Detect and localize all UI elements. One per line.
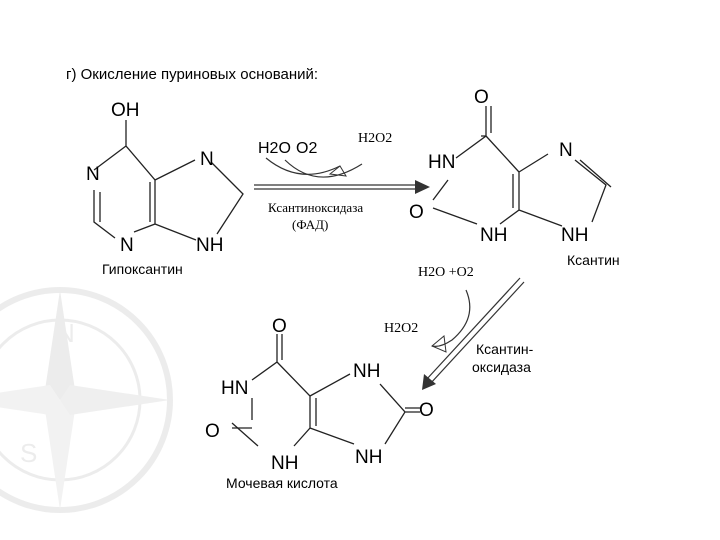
reaction1-o2-label: O2 xyxy=(296,140,317,157)
compass-watermark-icon: N S xyxy=(0,287,173,513)
reaction2-h2o2-label: H2O2 xyxy=(384,321,418,336)
hypoxanthine-name: Гипоксантин xyxy=(102,261,183,277)
uric-acid-hn-label: HN xyxy=(221,378,248,399)
slide-title: г) Окисление пуриновых оснований: xyxy=(66,66,319,83)
hypoxanthine-oh-label: OH xyxy=(111,100,140,121)
reaction2-enzyme-label: Ксантин- xyxy=(476,341,534,357)
uric-acid-name: Мочевая кислота xyxy=(226,475,338,491)
reaction1-enzyme-label: Ксантиноксидаза xyxy=(268,200,363,215)
svg-text:S: S xyxy=(20,438,37,468)
hypoxanthine-n-label: N xyxy=(120,235,134,256)
xanthine-o-label: O xyxy=(409,202,424,223)
uric-acid-o-label: O xyxy=(272,316,287,337)
xanthine-name: Ксантин xyxy=(567,252,620,268)
uric-acid-nh-label: NH xyxy=(271,453,298,474)
uric-acid-nh-label: NH xyxy=(353,361,380,382)
reaction2-reagents-label: H2O +O2 xyxy=(418,265,474,280)
hypoxanthine-structure: OH N N N NH Гипоксантин xyxy=(86,100,244,277)
xanthine-hn-label: HN xyxy=(428,152,455,173)
uric-acid-nh-label: NH xyxy=(355,447,382,468)
hypoxanthine-nh-label: NH xyxy=(196,235,223,256)
hypoxanthine-n-label: N xyxy=(86,164,100,185)
reaction1-h2o-label: H2O xyxy=(258,140,291,157)
reaction1-h2o2-label: H2O2 xyxy=(358,131,392,146)
xanthine-nh-label: NH xyxy=(480,225,507,246)
reaction1-cofactor-label: (ФАД) xyxy=(292,217,328,232)
xanthine-structure: O HN N O NH NH Ксантин xyxy=(409,87,620,268)
xanthine-nh-label: NH xyxy=(561,225,588,246)
reaction1-arrows xyxy=(254,157,430,194)
xanthine-n-label: N xyxy=(559,140,573,161)
reaction2-enzyme-label: оксидаза xyxy=(472,359,531,375)
reaction2-arrows xyxy=(422,277,525,390)
uric-acid-structure: O HN O NH O NH NH Мочевая кислота xyxy=(205,316,434,491)
svg-text:N: N xyxy=(56,318,75,348)
uric-acid-o-label: O xyxy=(419,400,434,421)
uric-acid-o-label: O xyxy=(205,421,220,442)
xanthine-o-label: O xyxy=(474,87,489,108)
hypoxanthine-n-label: N xyxy=(200,149,214,170)
